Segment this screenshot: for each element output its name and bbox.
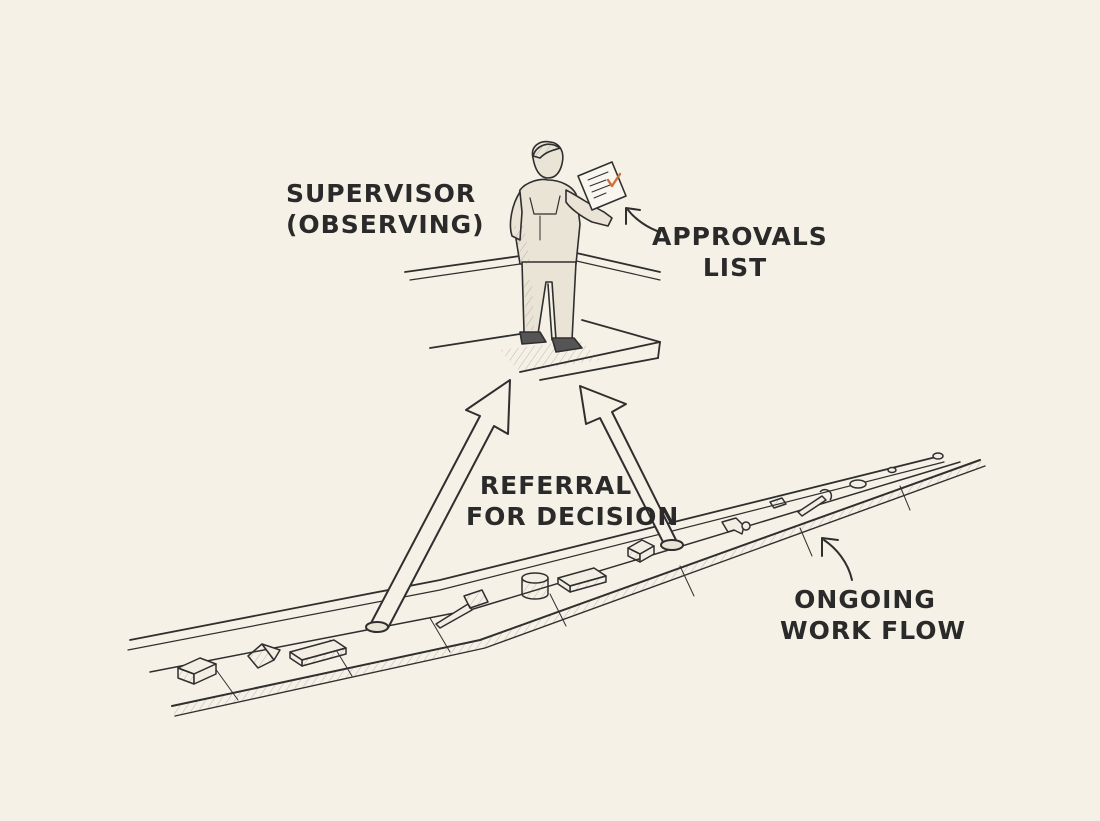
workflow-label: ONGOING WORK FLOW xyxy=(780,584,967,646)
approvals-label-line2: LIST xyxy=(702,253,768,282)
wedge-item-icon xyxy=(247,643,281,669)
supervisor-figure xyxy=(509,140,627,353)
disc-item-icon xyxy=(849,479,867,489)
workflow-pointer-icon xyxy=(823,539,853,581)
referral-label: REFERRAL FOR DECISION xyxy=(466,470,680,532)
referral-origin-left xyxy=(365,621,389,633)
belt-items xyxy=(177,452,944,685)
belt-side-shading xyxy=(172,460,985,716)
washer-item-icon xyxy=(932,452,944,460)
approvals-label-line1: APPROVALS xyxy=(652,222,828,251)
referral-arrow-left xyxy=(369,379,511,629)
referral-arrow-right xyxy=(579,385,679,545)
cylinder-item-icon xyxy=(521,572,549,600)
annotation-pointers xyxy=(625,207,853,581)
referral-arrows xyxy=(365,379,684,633)
block-item-icon xyxy=(557,567,607,593)
key-item-icon xyxy=(721,517,751,535)
box-item-icon xyxy=(177,657,217,685)
referral-label-line2: FOR DECISION xyxy=(466,502,680,531)
chip-item-icon xyxy=(769,497,787,509)
supervisor-boots xyxy=(519,331,547,345)
approvals-pointer-icon xyxy=(627,209,661,233)
workflow-label-line1: ONGOING xyxy=(794,585,936,614)
wrench-item-icon xyxy=(797,488,833,517)
checkmark-icon xyxy=(606,172,622,188)
platform-shading xyxy=(500,340,600,372)
supervisor-label: SUPERVISOR (OBSERVING) xyxy=(286,178,485,240)
supervisor-label-line1: SUPERVISOR xyxy=(286,179,477,208)
referral-label-line1: REFERRAL xyxy=(479,471,633,500)
hammer-item-icon xyxy=(435,589,489,629)
approvals-label: APPROVALS LIST xyxy=(652,221,828,283)
referral-origin-right xyxy=(660,539,684,551)
supervisor-label-line2: (OBSERVING) xyxy=(286,210,485,239)
plate-item-icon xyxy=(289,639,347,667)
approvals-clipboard-icon xyxy=(577,161,627,211)
workflow-label-line2: WORK FLOW xyxy=(780,616,967,645)
cube-item-icon xyxy=(627,539,655,563)
nut-item-icon xyxy=(887,466,897,474)
